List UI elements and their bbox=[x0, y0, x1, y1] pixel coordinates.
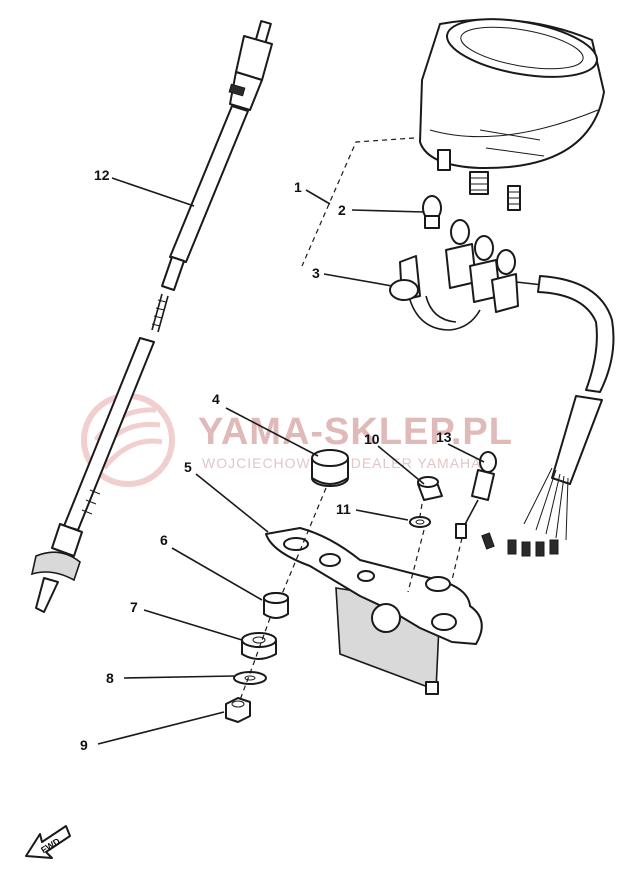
watermark: YAMA-SKLEP.PL WOJCIECHOWICZ | DEALER YAM… bbox=[81, 393, 513, 487]
wire-harness bbox=[481, 275, 615, 557]
callout-labels: 12 1 2 3 4 10 13 5 11 6 7 8 9 bbox=[80, 167, 452, 753]
leader-lines bbox=[97, 177, 485, 745]
bolt bbox=[417, 476, 443, 501]
nut bbox=[225, 697, 251, 723]
speedometer-cable bbox=[30, 20, 273, 613]
callout-4: 4 bbox=[212, 391, 220, 407]
callout-7: 7 bbox=[130, 599, 138, 615]
grommet-lower bbox=[241, 632, 277, 660]
callout-11: 11 bbox=[336, 501, 351, 517]
washer-small bbox=[409, 516, 431, 528]
meter-bracket bbox=[265, 527, 483, 695]
callout-5: 5 bbox=[184, 459, 192, 475]
callout-6: 6 bbox=[160, 532, 168, 548]
callout-10: 10 bbox=[364, 431, 380, 447]
assembly-lines bbox=[239, 137, 463, 701]
callout-8: 8 bbox=[106, 670, 114, 686]
meter-housing bbox=[419, 18, 605, 211]
watermark-brand: YAMA-SKLEP.PL bbox=[198, 411, 513, 453]
forward-arrow-icon: FWD bbox=[25, 825, 71, 859]
callout-1: 1 bbox=[294, 179, 302, 195]
bulb-sockets bbox=[389, 195, 553, 331]
grommet-upper bbox=[311, 449, 349, 487]
callout-3: 3 bbox=[312, 265, 320, 281]
plain-washer bbox=[233, 671, 267, 685]
indicator-bulb bbox=[455, 451, 497, 539]
collar bbox=[263, 592, 289, 619]
callout-12: 12 bbox=[94, 167, 110, 183]
callout-2: 2 bbox=[338, 202, 346, 218]
callout-9: 9 bbox=[80, 737, 88, 753]
callout-13: 13 bbox=[436, 429, 452, 445]
